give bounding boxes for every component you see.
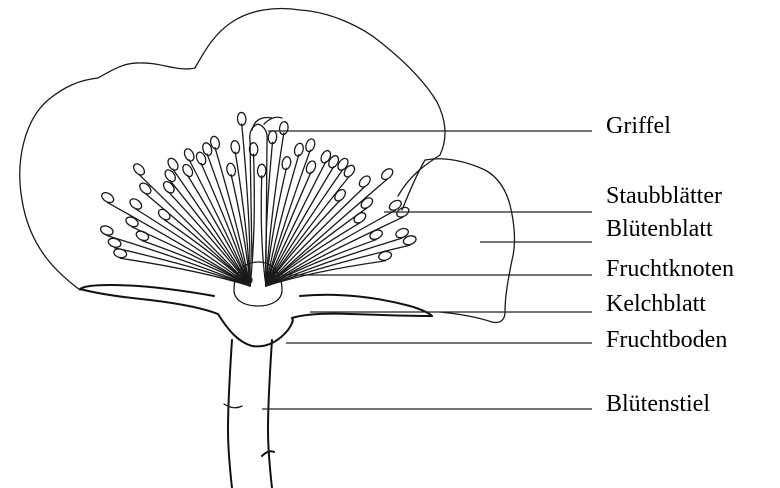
stamen-anther bbox=[100, 191, 115, 205]
stem-left bbox=[228, 340, 232, 488]
stamen-anther bbox=[135, 229, 150, 242]
stamen-anther bbox=[99, 224, 114, 237]
stamen-anther bbox=[183, 147, 196, 162]
stigma bbox=[252, 117, 282, 130]
stamen-anther bbox=[395, 227, 410, 240]
label-kelchblatt: Kelchblatt bbox=[606, 291, 706, 317]
stamen-anther bbox=[113, 248, 128, 259]
label-fruchtboden: Fruchtboden bbox=[606, 327, 727, 353]
stamen-anther bbox=[124, 215, 139, 229]
stamen-filament bbox=[266, 261, 385, 286]
label-fruchtknoten: Fruchtknoten bbox=[606, 256, 734, 282]
label-griffel: Griffel bbox=[606, 113, 671, 139]
receptacle bbox=[218, 314, 293, 346]
stamen-anther bbox=[195, 151, 208, 166]
style bbox=[250, 124, 267, 262]
stamen-anther bbox=[380, 167, 395, 182]
stamen-anther bbox=[357, 174, 372, 189]
stem-right bbox=[268, 340, 272, 488]
label-bluetenblatt: Blütenblatt bbox=[606, 216, 713, 242]
left-sepal bbox=[80, 285, 218, 314]
label-bluetenstiel: Blütenstiel bbox=[606, 391, 710, 417]
stamen-anther bbox=[128, 197, 143, 211]
stem-node-left bbox=[224, 404, 242, 408]
stamen-anther bbox=[161, 180, 176, 195]
stamen-anther bbox=[319, 149, 332, 164]
stamens bbox=[99, 112, 417, 286]
stamen-anther bbox=[157, 207, 172, 222]
front-petal bbox=[402, 159, 514, 323]
stamen-anther bbox=[131, 162, 146, 177]
stamen-anther bbox=[359, 196, 374, 211]
stamen-anther bbox=[342, 163, 357, 178]
stamen-anther bbox=[138, 181, 153, 196]
stamen-anther bbox=[388, 198, 403, 212]
label-staubblaetter: Staubblätter bbox=[606, 183, 722, 209]
right-sepal bbox=[292, 295, 432, 318]
stamen-anther bbox=[107, 237, 122, 249]
